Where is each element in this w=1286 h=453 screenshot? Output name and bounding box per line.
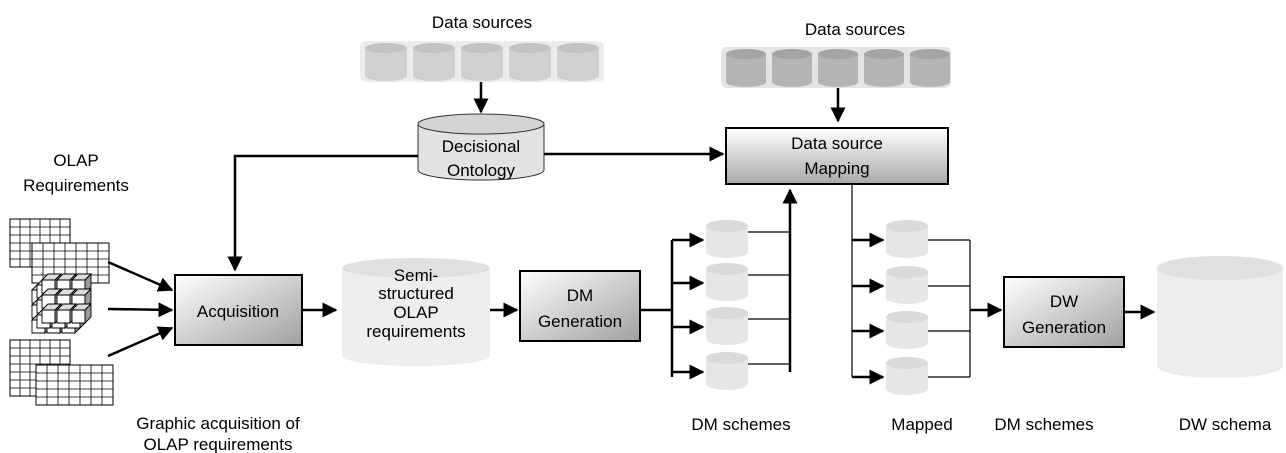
dm-scheme-db-2 bbox=[706, 263, 748, 301]
dw-schema-db bbox=[1157, 256, 1283, 378]
mapped-scheme-db-2 bbox=[886, 266, 928, 304]
semi-structured-olap-db: Semi- structured OLAP requirements bbox=[342, 258, 490, 366]
mapped-label: Mapped bbox=[891, 415, 952, 434]
dw-schema-label: DW schema bbox=[1179, 415, 1272, 434]
data-sources-left bbox=[360, 41, 604, 82]
dw-gen-line-1: DW bbox=[1050, 292, 1078, 311]
olap-requirements-line-1: OLAP bbox=[53, 151, 98, 170]
arrow-cube-to-acquisition bbox=[107, 302, 174, 318]
mapping-line-1: Data source bbox=[791, 134, 883, 153]
data-sources-label-right: Data sources bbox=[805, 20, 905, 39]
data-source-mapping-box: Data source Mapping bbox=[725, 127, 949, 185]
cube-stack-icon bbox=[30, 272, 93, 335]
decisional-ontology-db: Decisional Ontology bbox=[417, 113, 545, 181]
dm-schemes-label: DM schemes bbox=[691, 415, 790, 434]
data-source-db-right-5 bbox=[910, 49, 950, 87]
mapped-scheme-db-3 bbox=[886, 311, 928, 349]
mapped-scheme-db-4 bbox=[886, 357, 928, 395]
table-grid-icon-top bbox=[9, 218, 110, 284]
data-source-db-left-5 bbox=[557, 43, 599, 81]
arrow-table-to-acquisition bbox=[107, 260, 174, 292]
mapping-line-2: Mapping bbox=[804, 159, 869, 178]
arrow-ontology-to-acquisition bbox=[227, 154, 418, 272]
dm-schemes-dbs bbox=[706, 220, 748, 390]
data-source-db-right-1 bbox=[726, 49, 766, 87]
acquisition-box: Acquisition bbox=[174, 274, 303, 346]
semi-line-3: OLAP bbox=[393, 303, 438, 322]
data-sources-right bbox=[721, 47, 951, 88]
data-source-db-left-1 bbox=[365, 43, 407, 81]
arrow-table2-to-acquisition bbox=[107, 326, 174, 358]
dm-scheme-db-3 bbox=[706, 307, 748, 345]
data-source-db-right-4 bbox=[864, 49, 904, 87]
semi-line-2: structured bbox=[378, 284, 454, 303]
data-source-db-left-2 bbox=[413, 43, 455, 81]
dm-scheme-db-1 bbox=[706, 220, 748, 258]
data-source-db-right-3 bbox=[818, 49, 858, 87]
ontology-line-1: Decisional bbox=[442, 137, 520, 156]
dm-generation-box: DM Generation bbox=[519, 270, 641, 342]
table-grid-icon-bottom bbox=[9, 339, 114, 406]
acquisition-label: Acquisition bbox=[197, 302, 279, 321]
data-source-db-right-2 bbox=[772, 49, 812, 87]
mapped-scheme-db-1 bbox=[886, 220, 928, 258]
ontology-line-2: Ontology bbox=[447, 161, 516, 180]
semi-line-1: Semi- bbox=[394, 266, 438, 285]
olap-requirements-line-2: Requirements bbox=[23, 176, 129, 195]
dm-gen-line-2: Generation bbox=[538, 312, 622, 331]
mapped-schemes-dbs bbox=[886, 220, 928, 395]
dw-gen-line-2: Generation bbox=[1022, 318, 1106, 337]
mapped-schemes-fanout bbox=[852, 232, 970, 385]
dw-generation-box: DW Generation bbox=[1003, 276, 1125, 348]
mapped-dm-schemes-label: DM schemes bbox=[994, 415, 1093, 434]
dm-gen-line-1: DM bbox=[567, 286, 593, 305]
dm-scheme-db-4 bbox=[706, 352, 748, 390]
data-sources-label-left: Data sources bbox=[432, 13, 532, 32]
graphic-acquisition-line-2: OLAP requirements bbox=[144, 435, 293, 453]
semi-line-4: requirements bbox=[366, 322, 465, 341]
data-source-db-left-3 bbox=[461, 43, 503, 81]
graphic-acquisition-line-1: Graphic acquisition of bbox=[136, 414, 300, 433]
dm-schemes-fanout bbox=[672, 231, 790, 380]
data-source-db-left-4 bbox=[509, 43, 551, 81]
